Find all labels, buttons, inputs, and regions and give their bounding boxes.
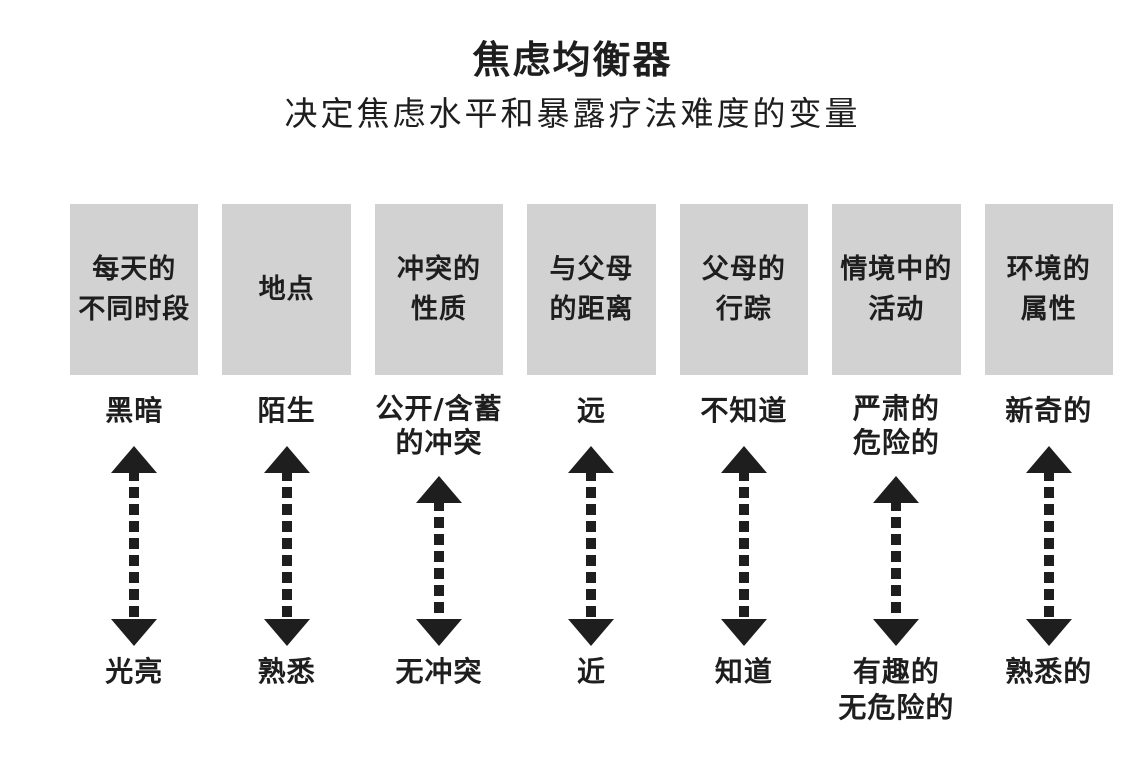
- diagram-title: 焦虑均衡器: [472, 38, 673, 82]
- column-header: 每天的 不同时段: [70, 204, 199, 375]
- arrow-zone: [416, 476, 463, 646]
- column-activity-in-situation: 情境中的 活动 严肃的 危险的 有趣的 无危险的: [832, 204, 961, 744]
- top-extreme-label: 严肃的 危险的: [852, 391, 940, 459]
- double-arrow-icon: [263, 446, 310, 646]
- bottom-extreme-label: 知道: [714, 655, 773, 688]
- column-conflict-nature: 冲突的 性质 公开/含蓄 的冲突 无冲突: [374, 204, 504, 744]
- top-extreme-label: 不知道: [700, 393, 788, 427]
- column-header: 情境中的 活动: [832, 204, 961, 375]
- double-arrow-icon: [720, 446, 767, 646]
- title-block: 焦虑均衡器 决定焦虑水平和暴露疗法难度的变量: [0, 0, 1145, 133]
- arrow-zone: [1025, 446, 1072, 646]
- column-header: 环境的 属性: [984, 204, 1113, 375]
- column-header: 父母的 行踪: [679, 204, 809, 375]
- bottom-extreme-label: 近: [576, 655, 606, 688]
- column-time-of-day: 每天的 不同时段 黑暗 光亮: [70, 204, 199, 744]
- bottom-extreme-label: 有趣的 无危险的: [838, 655, 955, 725]
- top-extreme-label: 远: [576, 393, 606, 427]
- double-arrow-icon: [111, 446, 158, 646]
- variable-columns: 每天的 不同时段 黑暗 光亮 地点 陌生 熟悉: [70, 204, 1113, 744]
- column-distance-from-parents: 与父母 的距离 远 近: [527, 204, 656, 744]
- arrow-zone: [111, 446, 158, 646]
- double-arrow-icon: [568, 446, 615, 646]
- bottom-extreme-label: 熟悉的: [1005, 655, 1093, 688]
- top-extreme-label: 新奇的: [1005, 393, 1093, 427]
- double-arrow-icon: [416, 476, 463, 646]
- column-header: 冲突的 性质: [374, 204, 504, 375]
- bottom-extreme-label: 无冲突: [395, 655, 483, 688]
- column-header: 地点: [222, 204, 351, 375]
- arrow-zone: [568, 446, 615, 646]
- top-extreme-label: 陌生: [257, 393, 316, 427]
- column-location: 地点 陌生 熟悉: [222, 204, 351, 744]
- arrow-zone: [720, 446, 767, 646]
- double-arrow-icon: [1025, 446, 1072, 646]
- top-extreme-label: 公开/含蓄 的冲突: [375, 391, 503, 459]
- column-header: 与父母 的距离: [527, 204, 656, 375]
- double-arrow-icon: [873, 476, 920, 646]
- arrow-zone: [263, 446, 310, 646]
- diagram-subtitle: 决定焦虑水平和暴露疗法难度的变量: [284, 93, 861, 133]
- column-parents-whereabouts: 父母的 行踪 不知道 知道: [679, 204, 809, 744]
- column-environment-attributes: 环境的 属性 新奇的 熟悉的: [984, 204, 1113, 744]
- arrow-zone: [873, 476, 920, 646]
- bottom-extreme-label: 熟悉: [257, 655, 316, 688]
- top-extreme-label: 黑暗: [105, 393, 164, 427]
- bottom-extreme-label: 光亮: [105, 655, 164, 688]
